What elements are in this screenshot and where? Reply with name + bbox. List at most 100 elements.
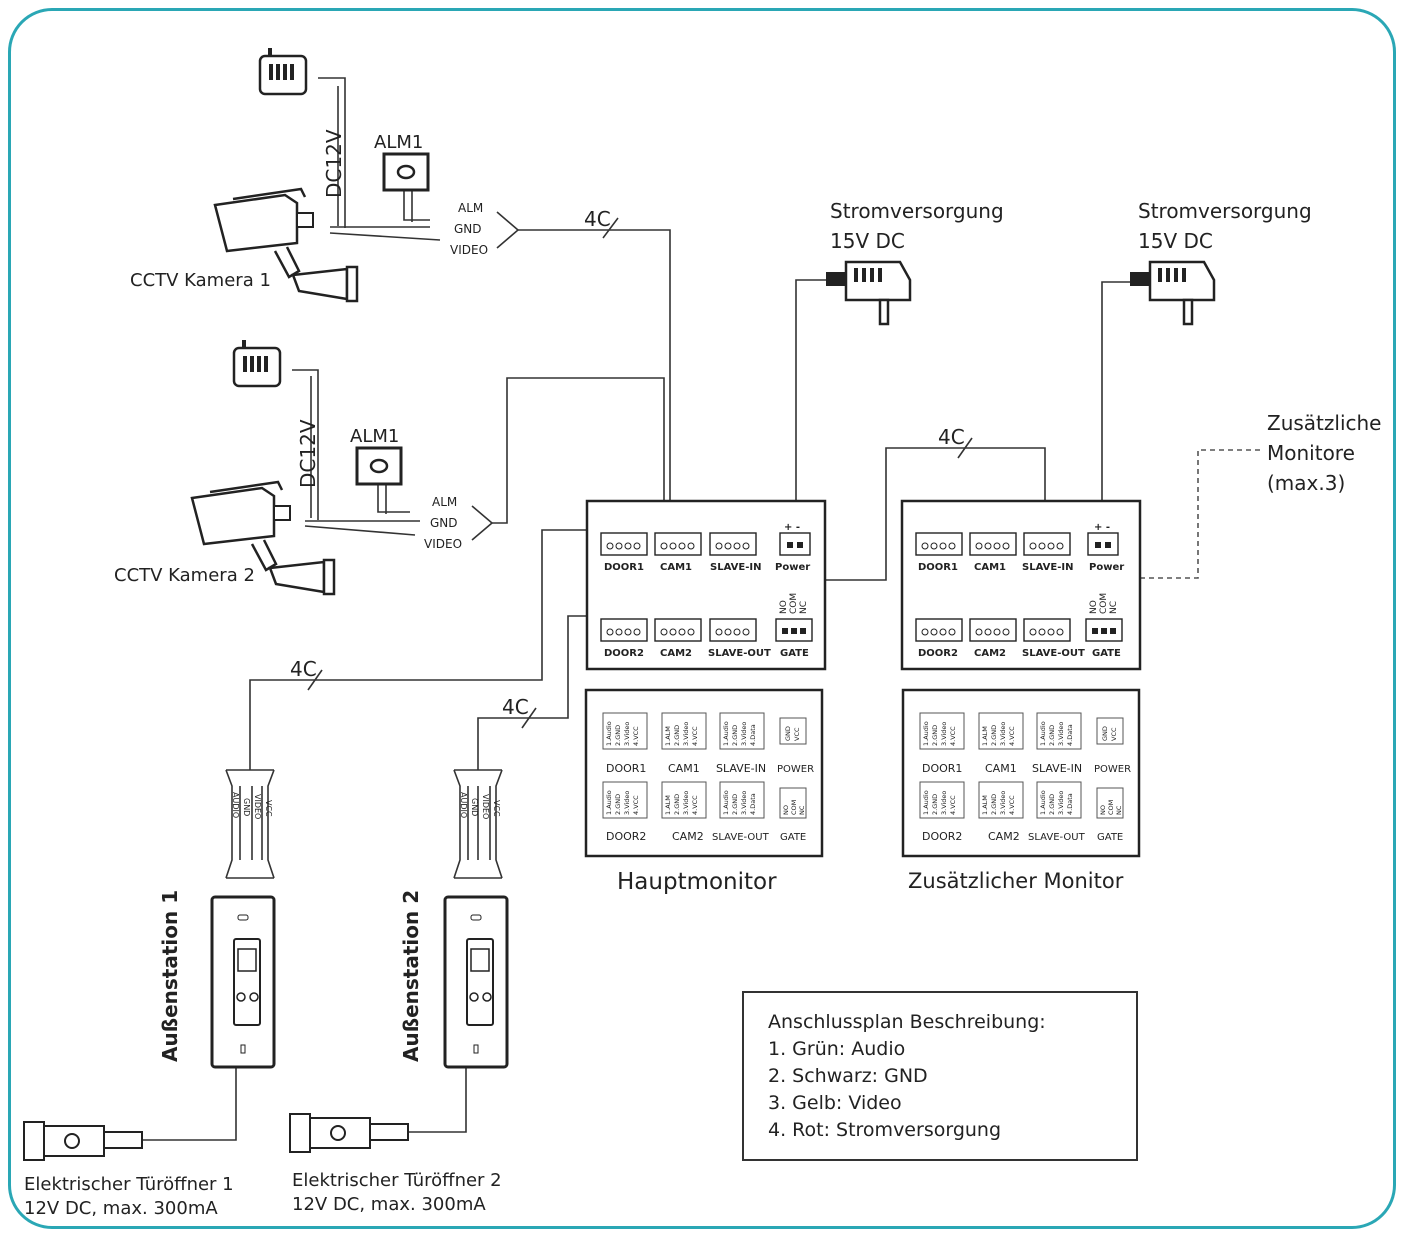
svg-text:1.ALM: 1.ALM bbox=[981, 795, 989, 815]
svg-text:AUDIO: AUDIO bbox=[231, 792, 240, 818]
main-port-power: Power bbox=[775, 562, 810, 573]
svg-text:NO: NO bbox=[1099, 805, 1107, 815]
svg-text:DOOR2: DOOR2 bbox=[922, 830, 962, 843]
camera-2-wire-video: VIDEO bbox=[424, 537, 462, 551]
svg-text:1.Audio: 1.Audio bbox=[605, 790, 613, 815]
svg-text:3.Video: 3.Video bbox=[623, 791, 631, 815]
svg-text:1.ALM: 1.ALM bbox=[664, 726, 672, 746]
main-port-gate: GATE bbox=[780, 648, 809, 659]
svg-text:2.GND: 2.GND bbox=[1048, 794, 1056, 815]
svg-text:4C: 4C bbox=[502, 695, 529, 719]
svg-text:1.Audio: 1.Audio bbox=[605, 721, 613, 746]
svg-text:4.VCC: 4.VCC bbox=[691, 726, 699, 746]
svg-text:VCC: VCC bbox=[793, 727, 801, 741]
outdoor-station-1-icon bbox=[210, 895, 276, 1069]
legend-box: Anschlussplan Beschreibung: 1. Grün: Aud… bbox=[742, 991, 1138, 1161]
svg-text:2.GND: 2.GND bbox=[614, 794, 622, 815]
svg-text:4.Data: 4.Data bbox=[1066, 793, 1074, 815]
camera-1-wire-video: VIDEO bbox=[450, 243, 488, 257]
svg-text:1.ALM: 1.ALM bbox=[664, 795, 672, 815]
svg-text:2.GND: 2.GND bbox=[990, 725, 998, 746]
extra-port-com: COM bbox=[1099, 593, 1109, 614]
extra-monitors-line3: (max.3) bbox=[1267, 471, 1345, 495]
svg-text:DOOR2: DOOR2 bbox=[606, 830, 646, 843]
camera-1-power-label: DC12V bbox=[322, 129, 346, 198]
svg-text:CAM2: CAM2 bbox=[988, 830, 1020, 843]
svg-text:2.GND: 2.GND bbox=[1048, 725, 1056, 746]
svg-text:3.Video: 3.Video bbox=[740, 722, 748, 746]
outdoor-station-2-cable: AUDIO GND VIDEO VCC bbox=[453, 769, 503, 879]
extra-port-slave-in: SLAVE-IN bbox=[1022, 562, 1073, 573]
svg-text:VCC: VCC bbox=[1110, 727, 1118, 741]
extra-monitors-line2: Monitore bbox=[1267, 441, 1355, 465]
door-opener-1-spec: 12V DC, max. 300mA bbox=[24, 1198, 218, 1219]
svg-text:CAM2: CAM2 bbox=[672, 830, 704, 843]
svg-text:1.ALM: 1.ALM bbox=[981, 726, 989, 746]
extra-monitor-connector-panel: DOOR1 CAM1 SLAVE-IN Power + - DOOR2 CAM2… bbox=[900, 499, 1142, 671]
svg-text:4.VCC: 4.VCC bbox=[949, 726, 957, 746]
svg-text:DOOR1: DOOR1 bbox=[922, 762, 962, 775]
svg-text:3.Video: 3.Video bbox=[999, 722, 1007, 746]
door-opener-2-label: Elektrischer Türöffner 2 bbox=[292, 1170, 502, 1191]
power-supply-2-plug-icon bbox=[1130, 260, 1216, 326]
svg-text:1.Audio: 1.Audio bbox=[1039, 721, 1047, 746]
svg-text:1.Audio: 1.Audio bbox=[1039, 790, 1047, 815]
main-port-power-polarity: + - bbox=[784, 522, 800, 533]
svg-text:2.GND: 2.GND bbox=[931, 794, 939, 815]
main-port-cam2: CAM2 bbox=[660, 648, 692, 659]
cable-tag-slave: 4C bbox=[938, 425, 973, 459]
cctv-camera-1-label: CCTV Kamera 1 bbox=[130, 270, 271, 291]
svg-text:4.Data: 4.Data bbox=[1066, 724, 1074, 746]
main-monitor-connector-panel: DOOR1 CAM1 SLAVE-IN Power + - DOOR2 CAM2… bbox=[585, 499, 827, 671]
power-supply-1-label: Stromversorgung bbox=[830, 199, 1004, 223]
svg-text:ALM1: ALM1 bbox=[350, 426, 399, 447]
svg-text:COM: COM bbox=[1107, 800, 1115, 815]
svg-text:2.GND: 2.GND bbox=[931, 725, 939, 746]
power-supply-1-voltage: 15V DC bbox=[830, 229, 905, 253]
main-port-cam1: CAM1 bbox=[660, 562, 692, 573]
svg-text:4C: 4C bbox=[290, 657, 317, 681]
svg-text:DOOR1: DOOR1 bbox=[606, 762, 646, 775]
svg-text:2.GND: 2.GND bbox=[673, 794, 681, 815]
extra-port-nc: NC bbox=[1109, 601, 1119, 614]
svg-text:3.Video: 3.Video bbox=[682, 791, 690, 815]
svg-text:NC: NC bbox=[1115, 805, 1123, 815]
svg-text:4.Data: 4.Data bbox=[749, 724, 757, 746]
power-supply-1-plug-icon bbox=[826, 260, 912, 326]
main-port-nc: NC bbox=[799, 601, 809, 614]
svg-text:4.VCC: 4.VCC bbox=[1008, 726, 1016, 746]
legend-item-audio: 1. Grün: Audio bbox=[768, 1038, 906, 1060]
door-opener-1-label: Elektrischer Türöffner 1 bbox=[24, 1174, 234, 1195]
extra-port-door2: DOOR2 bbox=[918, 648, 958, 659]
svg-text:3.Video: 3.Video bbox=[682, 722, 690, 746]
svg-text:AUDIO: AUDIO bbox=[459, 792, 468, 818]
extra-port-power-polarity: + - bbox=[1094, 522, 1110, 533]
svg-text:VCC: VCC bbox=[492, 800, 501, 817]
extra-monitors-line1: Zusätzliche bbox=[1267, 411, 1381, 435]
legend-item-gnd: 2. Schwarz: GND bbox=[768, 1065, 928, 1087]
svg-text:3.Video: 3.Video bbox=[1057, 791, 1065, 815]
camera-1-power-plug-icon bbox=[258, 48, 308, 96]
power-supply-2-label: Stromversorgung bbox=[1138, 199, 1312, 223]
svg-text:2.GND: 2.GND bbox=[673, 725, 681, 746]
svg-text:SLAVE-OUT: SLAVE-OUT bbox=[1028, 832, 1086, 843]
svg-text:3.Video: 3.Video bbox=[999, 791, 1007, 815]
main-port-slave-out: SLAVE-OUT bbox=[708, 648, 771, 659]
svg-text:3.Video: 3.Video bbox=[740, 791, 748, 815]
svg-text:GATE: GATE bbox=[1097, 832, 1123, 843]
svg-text:VIDEO: VIDEO bbox=[481, 794, 490, 819]
main-port-com: COM bbox=[789, 593, 799, 614]
svg-text:4.VCC: 4.VCC bbox=[691, 795, 699, 815]
outdoor-station-1-label: Außenstation 1 bbox=[158, 890, 182, 1062]
main-monitor-title: Hauptmonitor bbox=[617, 869, 777, 895]
svg-text:ALM1: ALM1 bbox=[374, 132, 423, 153]
svg-text:NC: NC bbox=[798, 805, 806, 815]
camera-2-wire-alm: ALM bbox=[432, 495, 457, 509]
svg-text:GND: GND bbox=[1101, 726, 1109, 741]
cable-tag-cam1: 4C bbox=[584, 207, 619, 239]
alarm-2-box: ALM1 bbox=[350, 426, 403, 486]
svg-text:4C: 4C bbox=[584, 207, 611, 231]
svg-text:3.Video: 3.Video bbox=[940, 722, 948, 746]
door-opener-1-icon bbox=[23, 1121, 143, 1161]
svg-text:SLAVE-IN: SLAVE-IN bbox=[716, 762, 766, 775]
